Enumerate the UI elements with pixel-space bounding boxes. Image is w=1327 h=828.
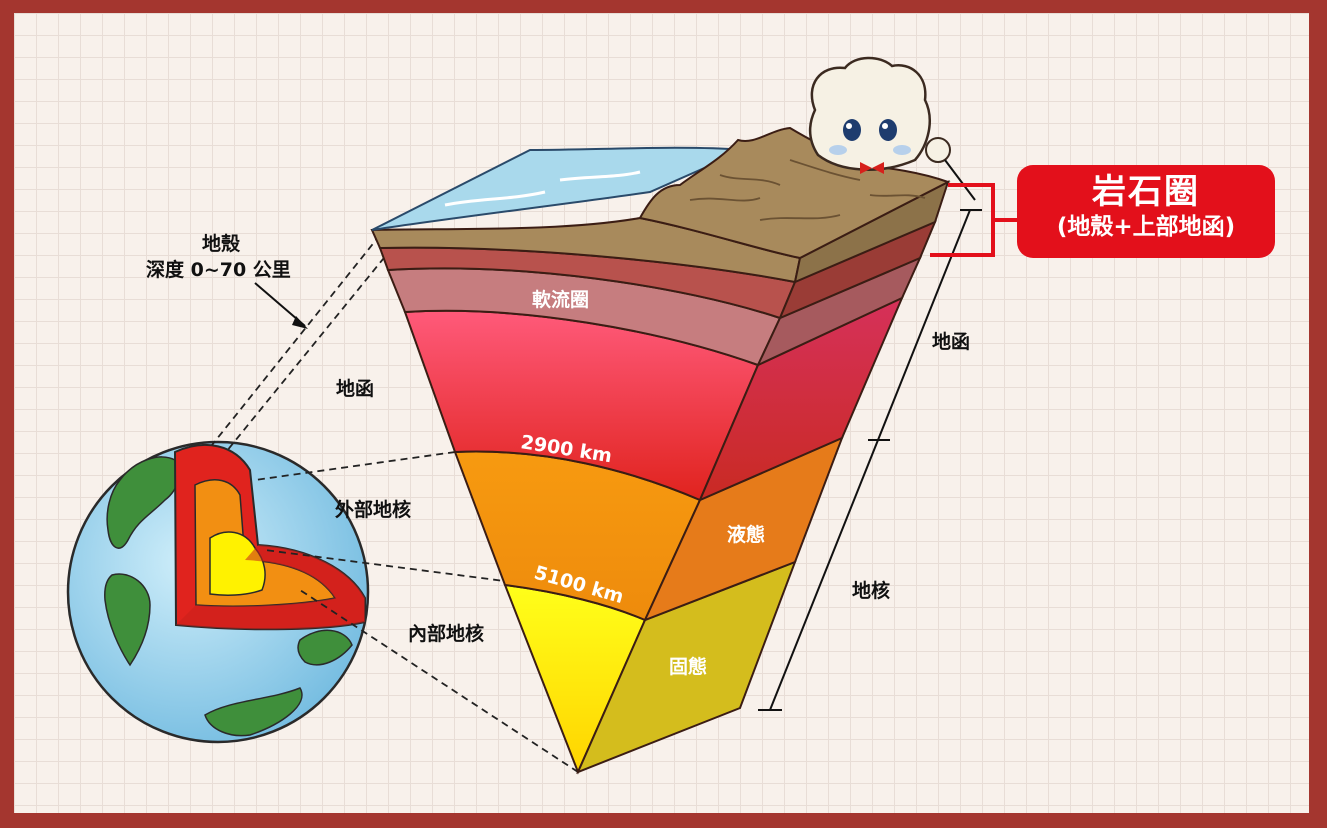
- label-crust-depth: 深度 0~70 公里: [146, 258, 291, 281]
- label-liquid: 液態: [727, 523, 765, 546]
- label-mantle-right: 地函: [932, 330, 970, 353]
- continent-south: [104, 573, 151, 667]
- connector-lines: [211, 234, 579, 773]
- globe-cutaway: [66, 440, 370, 744]
- callout-title: 岩石圈: [1092, 172, 1200, 212]
- continent-right: [297, 629, 353, 666]
- label-core-right: 地核: [852, 579, 890, 602]
- mascot: [808, 56, 976, 201]
- callout-bracket: [930, 183, 1017, 257]
- ocean-top: [371, 146, 746, 231]
- label-outer-core: 外部地核: [335, 498, 411, 521]
- globe-cut-shade: [176, 545, 365, 630]
- label-solid: 固態: [669, 655, 707, 678]
- continent-bottom: [204, 687, 303, 737]
- globe-cut-inner: [209, 531, 266, 596]
- mascot-hand: [925, 137, 951, 163]
- label-asthenosphere: 軟流圈: [532, 288, 589, 311]
- earth-wedge: 2900 km 5100 km 軟流圈 液態 固態: [370, 126, 951, 775]
- lithosphere-callout: 岩石圈 (地殼+上部地函): [1017, 165, 1275, 258]
- label-mantle-left: 地函: [336, 377, 374, 400]
- crust-arrow: [254, 282, 308, 329]
- callout-subtitle: (地殼+上部地函): [1056, 214, 1236, 240]
- depth-scale: [758, 209, 982, 711]
- label-inner-core: 內部地核: [408, 622, 484, 645]
- continent-north: [106, 456, 181, 549]
- label-crust-title: 地殼: [202, 232, 241, 255]
